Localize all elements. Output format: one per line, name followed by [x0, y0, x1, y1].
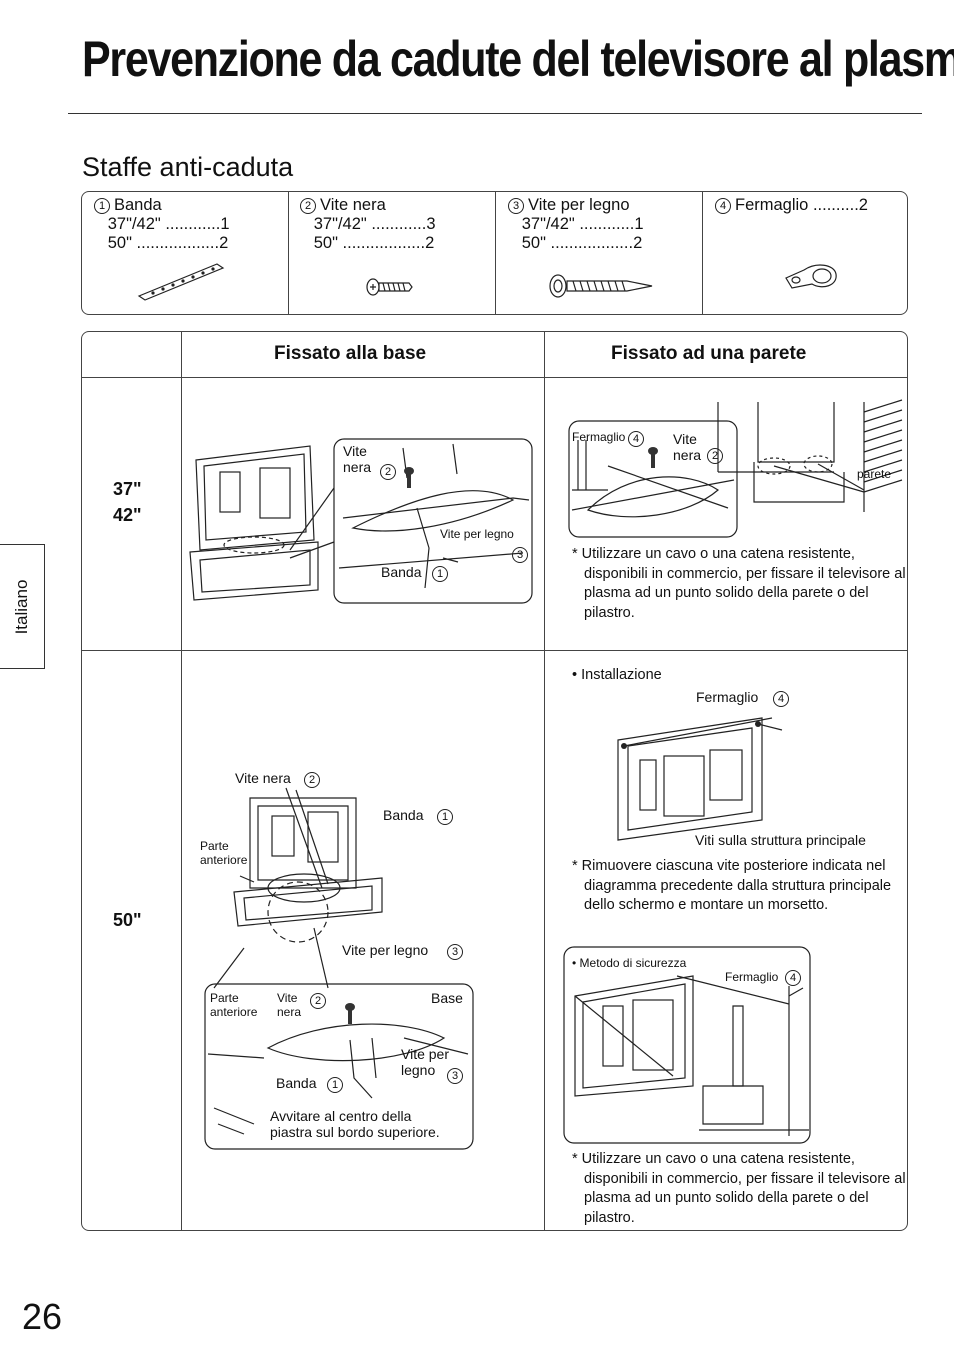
label-zoom-vite-legno: Vite per legno — [401, 1046, 449, 1078]
part-number: 2 — [300, 198, 316, 214]
callout-1: 1 — [327, 1077, 343, 1093]
band-icon — [137, 263, 225, 301]
callout-4: 4 — [628, 431, 644, 447]
base-detail-box — [333, 438, 533, 604]
black-screw-marker-icon — [404, 467, 414, 488]
label-banda: Banda — [381, 564, 422, 580]
row-size-37-42: 37" 42" — [113, 479, 142, 525]
callout-3: 3 — [512, 547, 528, 563]
label-vite-nera-50: Vite nera — [235, 770, 291, 786]
label-zoom-base: Base — [431, 990, 463, 1006]
label-fermaglio: Fermaglio — [572, 430, 626, 444]
label-zoom-parte: Parte anteriore — [210, 991, 258, 1019]
callout-4: 4 — [785, 970, 801, 986]
zoom-note: Avvitare al centro della piastra sul bor… — [270, 1108, 440, 1140]
parts-divider — [702, 192, 703, 314]
page-title: Prevenzione da cadute del televisore al … — [82, 31, 954, 87]
callout-3: 3 — [447, 944, 463, 960]
label-parte-anteriore: Parte anteriore — [200, 839, 248, 867]
installazione-title: • Installazione — [572, 667, 662, 683]
wood-screw-icon — [549, 274, 653, 298]
label-parete: parete — [857, 467, 892, 481]
language-tab-label: Italiano — [12, 579, 31, 634]
callout-3: 3 — [447, 1068, 463, 1084]
zoom-callout-lines — [289, 487, 335, 559]
table-divider — [82, 377, 907, 378]
callout-1: 1 — [437, 809, 453, 825]
clip-icon — [785, 264, 837, 289]
tv-on-base-illustration — [189, 445, 319, 601]
part-number: 4 — [715, 198, 731, 214]
part-black-screw-text: Vite nera 37"/42" ............3 50" ....… — [313, 196, 436, 252]
note-wall-37-42: * Utilizzare un cavo o una catena resist… — [572, 546, 906, 621]
part-number: 3 — [508, 198, 524, 214]
part-wood-screw-text: Vite per legno 37"/42" ............1 50"… — [521, 196, 644, 252]
label-zoom-vite: Vite nera — [277, 991, 302, 1019]
label-zoom-banda: Banda — [276, 1075, 317, 1091]
table-divider — [82, 650, 907, 651]
tv-50-base-illustration — [233, 787, 383, 943]
language-tab: Italiano — [0, 544, 45, 669]
header-wall: Fissato ad una parete — [611, 343, 807, 364]
safety-title: • Metodo di sicurezza — [572, 956, 687, 970]
callout-2: 2 — [707, 448, 723, 464]
tv-back-install-illustration — [617, 717, 783, 841]
label-safety-fermaglio: Fermaglio — [725, 970, 779, 984]
zoom-detail-box — [204, 927, 474, 1150]
parts-divider — [495, 192, 496, 314]
parts-divider — [288, 192, 289, 314]
mounting-table: Fissato alla base Fissato ad una parete … — [81, 331, 908, 1231]
callout-2: 2 — [304, 772, 320, 788]
black-screw-marker-icon — [648, 447, 658, 468]
page-number: 26 — [22, 1296, 63, 1337]
label-vite-nera-wall: Vite nera — [673, 431, 702, 463]
note-safety: * Utilizzare un cavo o una catena resist… — [572, 1151, 906, 1226]
section-subtitle: Staffe anti-caduta — [82, 152, 294, 182]
black-screw-marker-icon — [345, 1003, 355, 1024]
callout-1: 1 — [432, 566, 448, 582]
black-screw-icon — [366, 278, 413, 296]
wall-detail-box — [568, 420, 738, 538]
callout-4: 4 — [773, 691, 789, 707]
table-divider — [181, 332, 182, 1230]
tv-wall-illustration — [717, 399, 903, 512]
table-divider — [544, 332, 545, 1230]
callout-2: 2 — [310, 993, 326, 1009]
part-number: 1 — [94, 198, 110, 214]
part-band-text: Banda 37"/42" ............1 50" ........… — [107, 196, 230, 252]
label-install-fermaglio: Fermaglio — [696, 689, 759, 705]
row-size-50: 50" — [113, 910, 142, 930]
note-install: * Rimuovere ciascuna vite posteriore ind… — [572, 858, 892, 913]
label-banda-50: Banda — [383, 807, 424, 823]
header-base: Fissato alla base — [274, 343, 427, 364]
callout-2: 2 — [380, 464, 396, 480]
label-viti-struttura: Viti sulla struttura principale — [695, 832, 866, 848]
label-vite-nera: Vite nera — [343, 443, 372, 475]
label-vite-legno-50: Vite per legno — [342, 942, 429, 958]
safety-method-box — [563, 946, 811, 1144]
part-clip-text: Fermaglio ..........2 — [735, 196, 868, 214]
title-divider — [68, 113, 922, 114]
label-vite-legno: Vite per legno — [440, 527, 514, 541]
